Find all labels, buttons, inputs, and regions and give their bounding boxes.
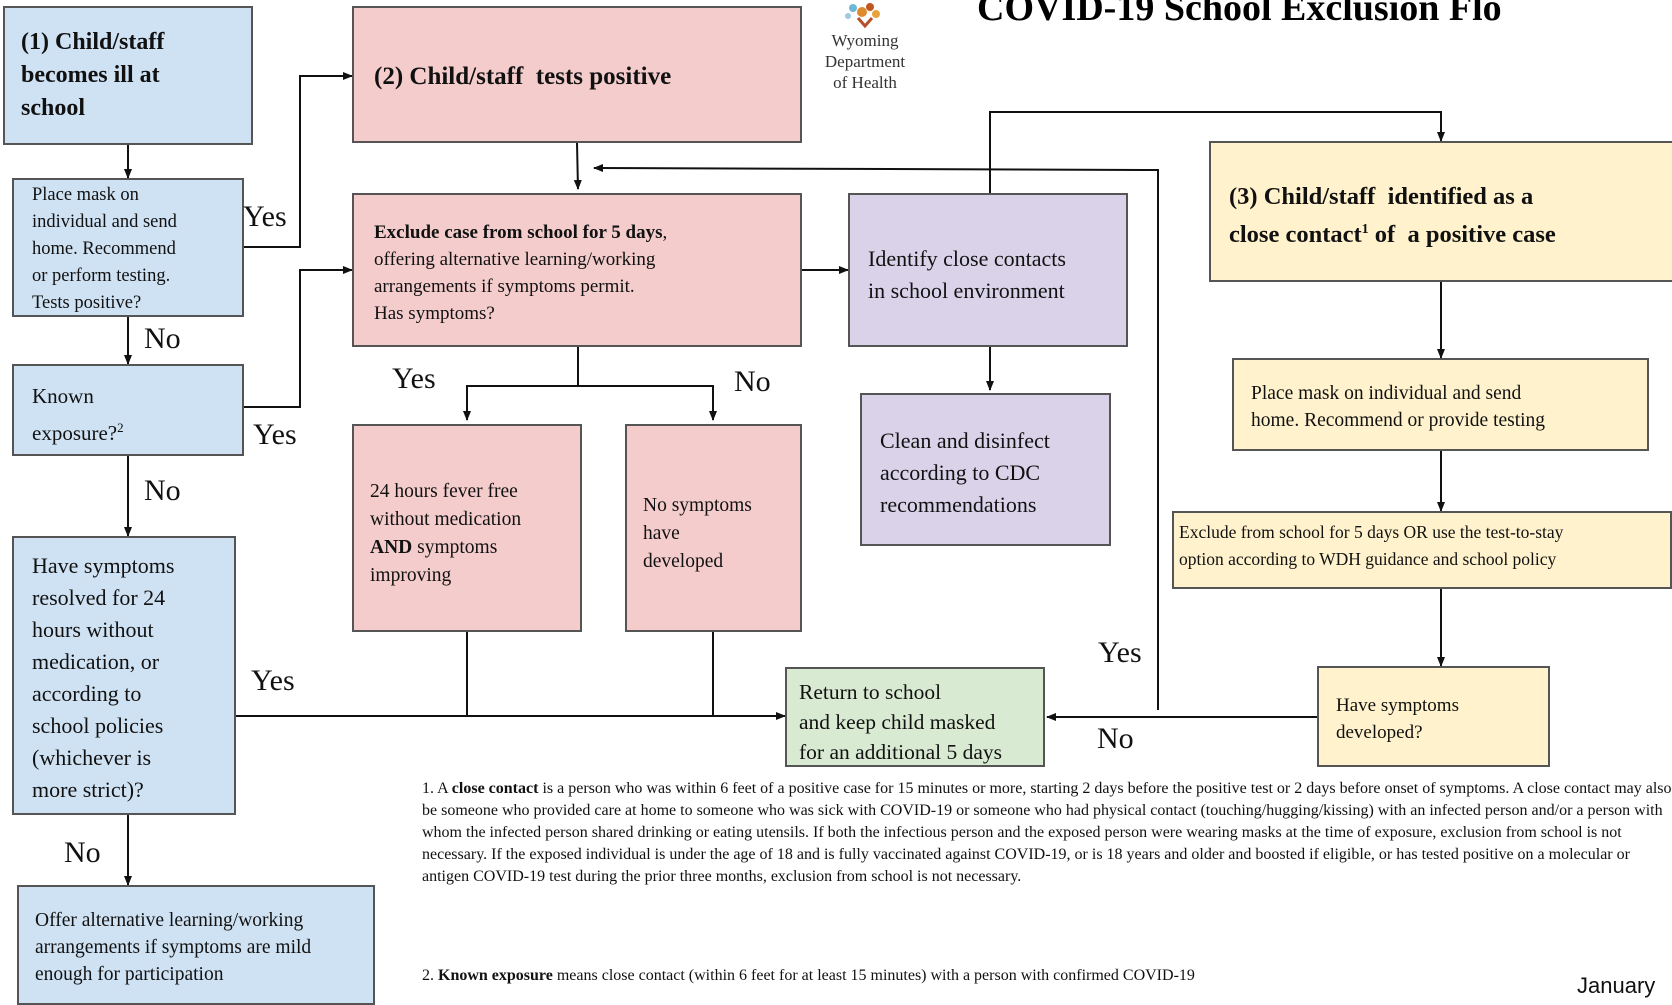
box-tests-positive: (2) Child/staff tests positive bbox=[352, 6, 802, 143]
box-return-to-school-text: Return to school and keep child masked f… bbox=[799, 680, 1003, 764]
label-no-to-exposure: No bbox=[144, 322, 181, 355]
box-fever-free-text: 24 hours fever free without medication A… bbox=[370, 481, 522, 586]
box-known-exposure: Known exposure?2 bbox=[12, 364, 244, 456]
box-exclude-case-text: Exclude case from school for 5 days, off… bbox=[374, 222, 668, 324]
box-clean-disinfect: Clean and disinfect according to CDC rec… bbox=[860, 393, 1111, 546]
label-yes-has-symptoms: Yes bbox=[392, 362, 436, 395]
wdh-logo: Wyoming Department of Health bbox=[810, 0, 920, 100]
label-no-symptoms-developed: No bbox=[1097, 722, 1134, 755]
edge-positive-to-exclude bbox=[573, 142, 582, 190]
box-offer-alternative: Offer alternative learning/working arran… bbox=[17, 885, 375, 1005]
box-no-symptoms-text: No symptoms have developed bbox=[643, 495, 752, 572]
edge-mask-yes-to-positive bbox=[244, 72, 353, 248]
box-return-to-school: Return to school and keep child masked f… bbox=[785, 667, 1045, 767]
edge-exclude-split bbox=[463, 347, 579, 421]
label-no-to-resolved: No bbox=[144, 474, 181, 507]
footnote-1-term: close contact bbox=[451, 780, 539, 797]
box-tests-positive-text: (2) Child/staff tests positive bbox=[374, 63, 672, 90]
box-no-symptoms: No symptoms have developed bbox=[625, 424, 802, 632]
box-close-contact: (3) Child/staff identified as a close co… bbox=[1209, 141, 1672, 282]
box-place-mask-send-home: Place mask on individual and send home. … bbox=[12, 178, 244, 317]
box-place-mask-provide-testing: Place mask on individual and send home. … bbox=[1232, 358, 1649, 451]
box-place-mask-provide-testing-text: Place mask on individual and send home. … bbox=[1251, 383, 1546, 431]
edge-identify-to-close-contact bbox=[989, 111, 1445, 193]
edge-exposure-yes-to-exclude bbox=[244, 266, 353, 408]
logo-text-line3: of Health bbox=[833, 73, 897, 92]
box-known-exposure-text: Known exposure?2 bbox=[32, 384, 124, 445]
box-becomes-ill: (1) Child/staff becomes ill at school bbox=[3, 6, 253, 145]
box-identify-contacts-text: Identify close contacts in school enviro… bbox=[868, 246, 1066, 303]
box-close-contact-text: (3) Child/staff identified as a close co… bbox=[1229, 183, 1556, 249]
box-exclude-or-test-text: Exclude from school for 5 days OR use th… bbox=[1179, 522, 1564, 569]
box-offer-alternative-text: Offer alternative learning/working arran… bbox=[35, 910, 312, 985]
box-symptoms-resolved-text: Have symptoms resolved for 24 hours with… bbox=[32, 553, 175, 802]
label-yes-known-exposure: Yes bbox=[253, 418, 297, 451]
label-yes-tests-positive: Yes bbox=[243, 200, 287, 233]
box-have-symptoms-developed: Have symptoms developed? bbox=[1317, 666, 1550, 767]
edge-symptoms-yes-to-exclude-case bbox=[593, 164, 1159, 710]
box-becomes-ill-text: (1) Child/staff becomes ill at school bbox=[21, 29, 165, 121]
label-yes-symptoms-developed: Yes bbox=[1098, 636, 1142, 669]
box-exclude-or-test: Exclude from school for 5 days OR use th… bbox=[1172, 511, 1672, 589]
logo-text-line2: Department bbox=[824, 52, 906, 71]
footnote-2: 2. Known exposure means close contact (w… bbox=[422, 967, 1195, 984]
box-exclude-case: Exclude case from school for 5 days, off… bbox=[352, 193, 802, 347]
label-yes-resolved: Yes bbox=[251, 664, 295, 697]
box-fever-free: 24 hours fever free without medication A… bbox=[352, 424, 582, 632]
box-identify-contacts: Identify close contacts in school enviro… bbox=[848, 193, 1128, 347]
footnote-ref-2: 2 bbox=[117, 420, 124, 435]
logo-mark-icon bbox=[845, 3, 880, 29]
label-no-has-symptoms: No bbox=[734, 365, 771, 398]
fever-free-and: AND bbox=[370, 537, 413, 558]
label-no-resolved: No bbox=[64, 836, 101, 869]
footnote-1: 1. A close contact is a person who was w… bbox=[422, 780, 1672, 885]
exclude-case-bold: Exclude case from school for 5 days bbox=[374, 222, 663, 243]
box-place-mask-send-home-text: Place mask on individual and send home. … bbox=[32, 185, 177, 313]
box-symptoms-resolved: Have symptoms resolved for 24 hours with… bbox=[12, 536, 236, 815]
footnote-ref-1: 1 bbox=[1361, 222, 1369, 237]
logo-text-line1: Wyoming bbox=[831, 31, 899, 50]
page-title: COVID-19 School Exclusion Flo bbox=[977, 0, 1502, 29]
box-clean-disinfect-text: Clean and disinfect according to CDC rec… bbox=[880, 428, 1050, 517]
date-label: January bbox=[1577, 973, 1656, 998]
footnote-2-term: Known exposure bbox=[438, 967, 553, 984]
box-have-symptoms-developed-text: Have symptoms developed? bbox=[1336, 695, 1459, 743]
